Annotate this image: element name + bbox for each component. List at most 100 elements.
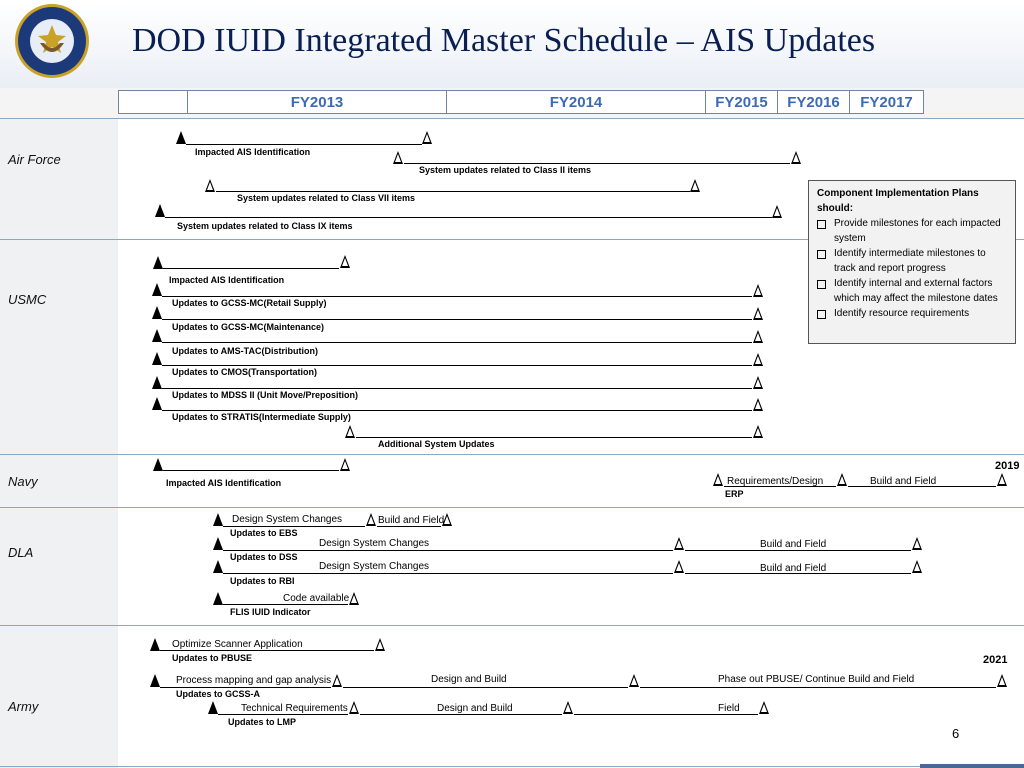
agency-column bbox=[0, 118, 118, 768]
agency-navy: Navy bbox=[8, 474, 38, 489]
timeline-bar bbox=[160, 687, 331, 688]
timeline-bar bbox=[216, 191, 690, 192]
callout-item: Identify intermediate milestones to trac… bbox=[817, 246, 1007, 276]
task-label: System updates related to Class II items bbox=[419, 165, 592, 175]
agency-army: Army bbox=[8, 699, 39, 714]
task-label: Impacted AIS Identification bbox=[169, 275, 285, 285]
task-label: Updates to RBI bbox=[230, 576, 295, 586]
callout-item: Identify internal and external factors w… bbox=[817, 276, 1007, 306]
footer-accent-bar bbox=[920, 764, 1024, 768]
timeline-bar bbox=[162, 296, 752, 297]
timeline-bar bbox=[343, 687, 628, 688]
agency-usmc: USMC bbox=[8, 292, 47, 307]
end-year-label: 2019 bbox=[995, 460, 1020, 472]
timeline-bar bbox=[574, 714, 758, 715]
task-label: Updates to CMOS(Transportation) bbox=[172, 367, 318, 377]
timeline-bar bbox=[356, 437, 752, 438]
row-separator bbox=[0, 118, 1024, 119]
callout-item: Provide milestones for each impacted sys… bbox=[817, 216, 1007, 246]
timeline-bar bbox=[162, 319, 752, 320]
timeline-bar bbox=[223, 604, 348, 605]
task-label: Impacted AIS Identification bbox=[166, 478, 282, 488]
checkbox-icon bbox=[817, 250, 826, 259]
timeline-bar bbox=[640, 687, 996, 688]
callout-item-text: Identify intermediate milestones to trac… bbox=[834, 248, 986, 274]
timeline-bar bbox=[160, 650, 374, 651]
task-label: Phase out PBUSE/ Continue Build and Fiel… bbox=[718, 674, 915, 685]
row-separator bbox=[0, 507, 1024, 508]
milestone-complete-icon bbox=[152, 283, 162, 296]
timeline-bar bbox=[162, 388, 752, 389]
callout-title: Component Implementation Plans should: bbox=[817, 188, 979, 214]
task-label: Build and Field bbox=[760, 563, 827, 574]
task-label: Design System Changes bbox=[232, 514, 343, 525]
timeline-bar bbox=[360, 714, 562, 715]
task-label: Updates to LMP bbox=[228, 717, 297, 727]
timeline-bar bbox=[162, 410, 752, 411]
task-label: Design System Changes bbox=[319, 538, 430, 549]
timeline-bar bbox=[223, 573, 673, 574]
fy-cell-blank bbox=[118, 90, 188, 114]
callout-item-text: Provide milestones for each impacted sys… bbox=[834, 218, 1001, 244]
task-label: Requirements/Design bbox=[727, 476, 824, 487]
task-label: Build and Field bbox=[760, 539, 827, 550]
milestone-complete-icon bbox=[150, 674, 160, 687]
timeline-bar bbox=[724, 486, 836, 487]
timeline-bar bbox=[685, 573, 911, 574]
task-label: Field bbox=[718, 703, 740, 714]
task-label: Design System Changes bbox=[319, 561, 430, 572]
row-separator bbox=[0, 239, 1024, 240]
task-label: ERP bbox=[725, 489, 744, 499]
milestone-complete-icon bbox=[153, 458, 163, 471]
milestone-complete-icon bbox=[152, 329, 162, 342]
timeline-bar bbox=[165, 217, 772, 218]
milestone-complete-icon bbox=[213, 513, 223, 526]
task-label: Updates to GCSS-MC(Retail Supply) bbox=[172, 298, 327, 308]
checkbox-icon bbox=[817, 280, 826, 289]
timeline-bar bbox=[162, 342, 752, 343]
timeline-bar bbox=[223, 526, 365, 527]
title-bar: DOD IUID Integrated Master Schedule – AI… bbox=[0, 0, 1024, 88]
timeline-bar bbox=[377, 526, 441, 527]
row-separator bbox=[0, 454, 1024, 455]
milestone-complete-icon bbox=[152, 397, 162, 410]
timeline-bar bbox=[218, 714, 348, 715]
task-label: Updates to AMS-TAC(Distribution) bbox=[172, 346, 318, 356]
task-label: Updates to PBUSE bbox=[172, 653, 253, 663]
callout-item-text: Identify resource requirements bbox=[834, 308, 970, 319]
callout-item-text: Identify internal and external factors w… bbox=[834, 278, 998, 304]
dod-seal-logo bbox=[15, 4, 89, 78]
task-label: Updates to DSS bbox=[230, 552, 298, 562]
task-label: Updates to STRATIS(Intermediate Supply) bbox=[172, 412, 351, 422]
timeline-bar bbox=[162, 365, 752, 366]
milestone-complete-icon bbox=[213, 592, 223, 605]
task-label: Process mapping and gap analysis bbox=[176, 675, 332, 686]
task-label: Design and Build bbox=[437, 703, 513, 714]
timeline-bar bbox=[404, 163, 790, 164]
timeline-bar bbox=[163, 470, 339, 471]
milestone-complete-icon bbox=[176, 131, 186, 144]
agency-air-force: Air Force bbox=[8, 152, 61, 167]
fy-cell-2016: FY2016 bbox=[777, 90, 850, 114]
timeline-bar bbox=[163, 268, 339, 269]
fy-cell-2015: FY2015 bbox=[705, 90, 778, 114]
fy-cell-2017: FY2017 bbox=[849, 90, 924, 114]
task-label: Updates to GCSS-MC(Maintenance) bbox=[172, 322, 325, 332]
milestone-complete-icon bbox=[153, 256, 163, 269]
task-label: Code available bbox=[283, 593, 350, 604]
task-label: Design and Build bbox=[431, 674, 507, 685]
task-label: Additional System Updates bbox=[378, 439, 495, 449]
slide-number: 6 bbox=[952, 726, 960, 741]
task-label: Build and Field bbox=[870, 476, 937, 487]
callout-item: Identify resource requirements bbox=[817, 306, 1007, 321]
row-separator bbox=[0, 625, 1024, 626]
milestone-complete-icon bbox=[152, 376, 162, 389]
milestone-complete-icon bbox=[155, 204, 165, 217]
task-label: System updates related to Class IX items bbox=[177, 221, 353, 231]
timeline-bar bbox=[848, 486, 996, 487]
task-label: Optimize Scanner Application bbox=[172, 639, 303, 650]
task-label: Build and Field bbox=[378, 515, 445, 526]
milestone-complete-icon bbox=[213, 560, 223, 573]
task-label: Updates to MDSS II (Unit Move/Prepositio… bbox=[172, 390, 359, 400]
end-year-label: 2021 bbox=[983, 654, 1008, 666]
